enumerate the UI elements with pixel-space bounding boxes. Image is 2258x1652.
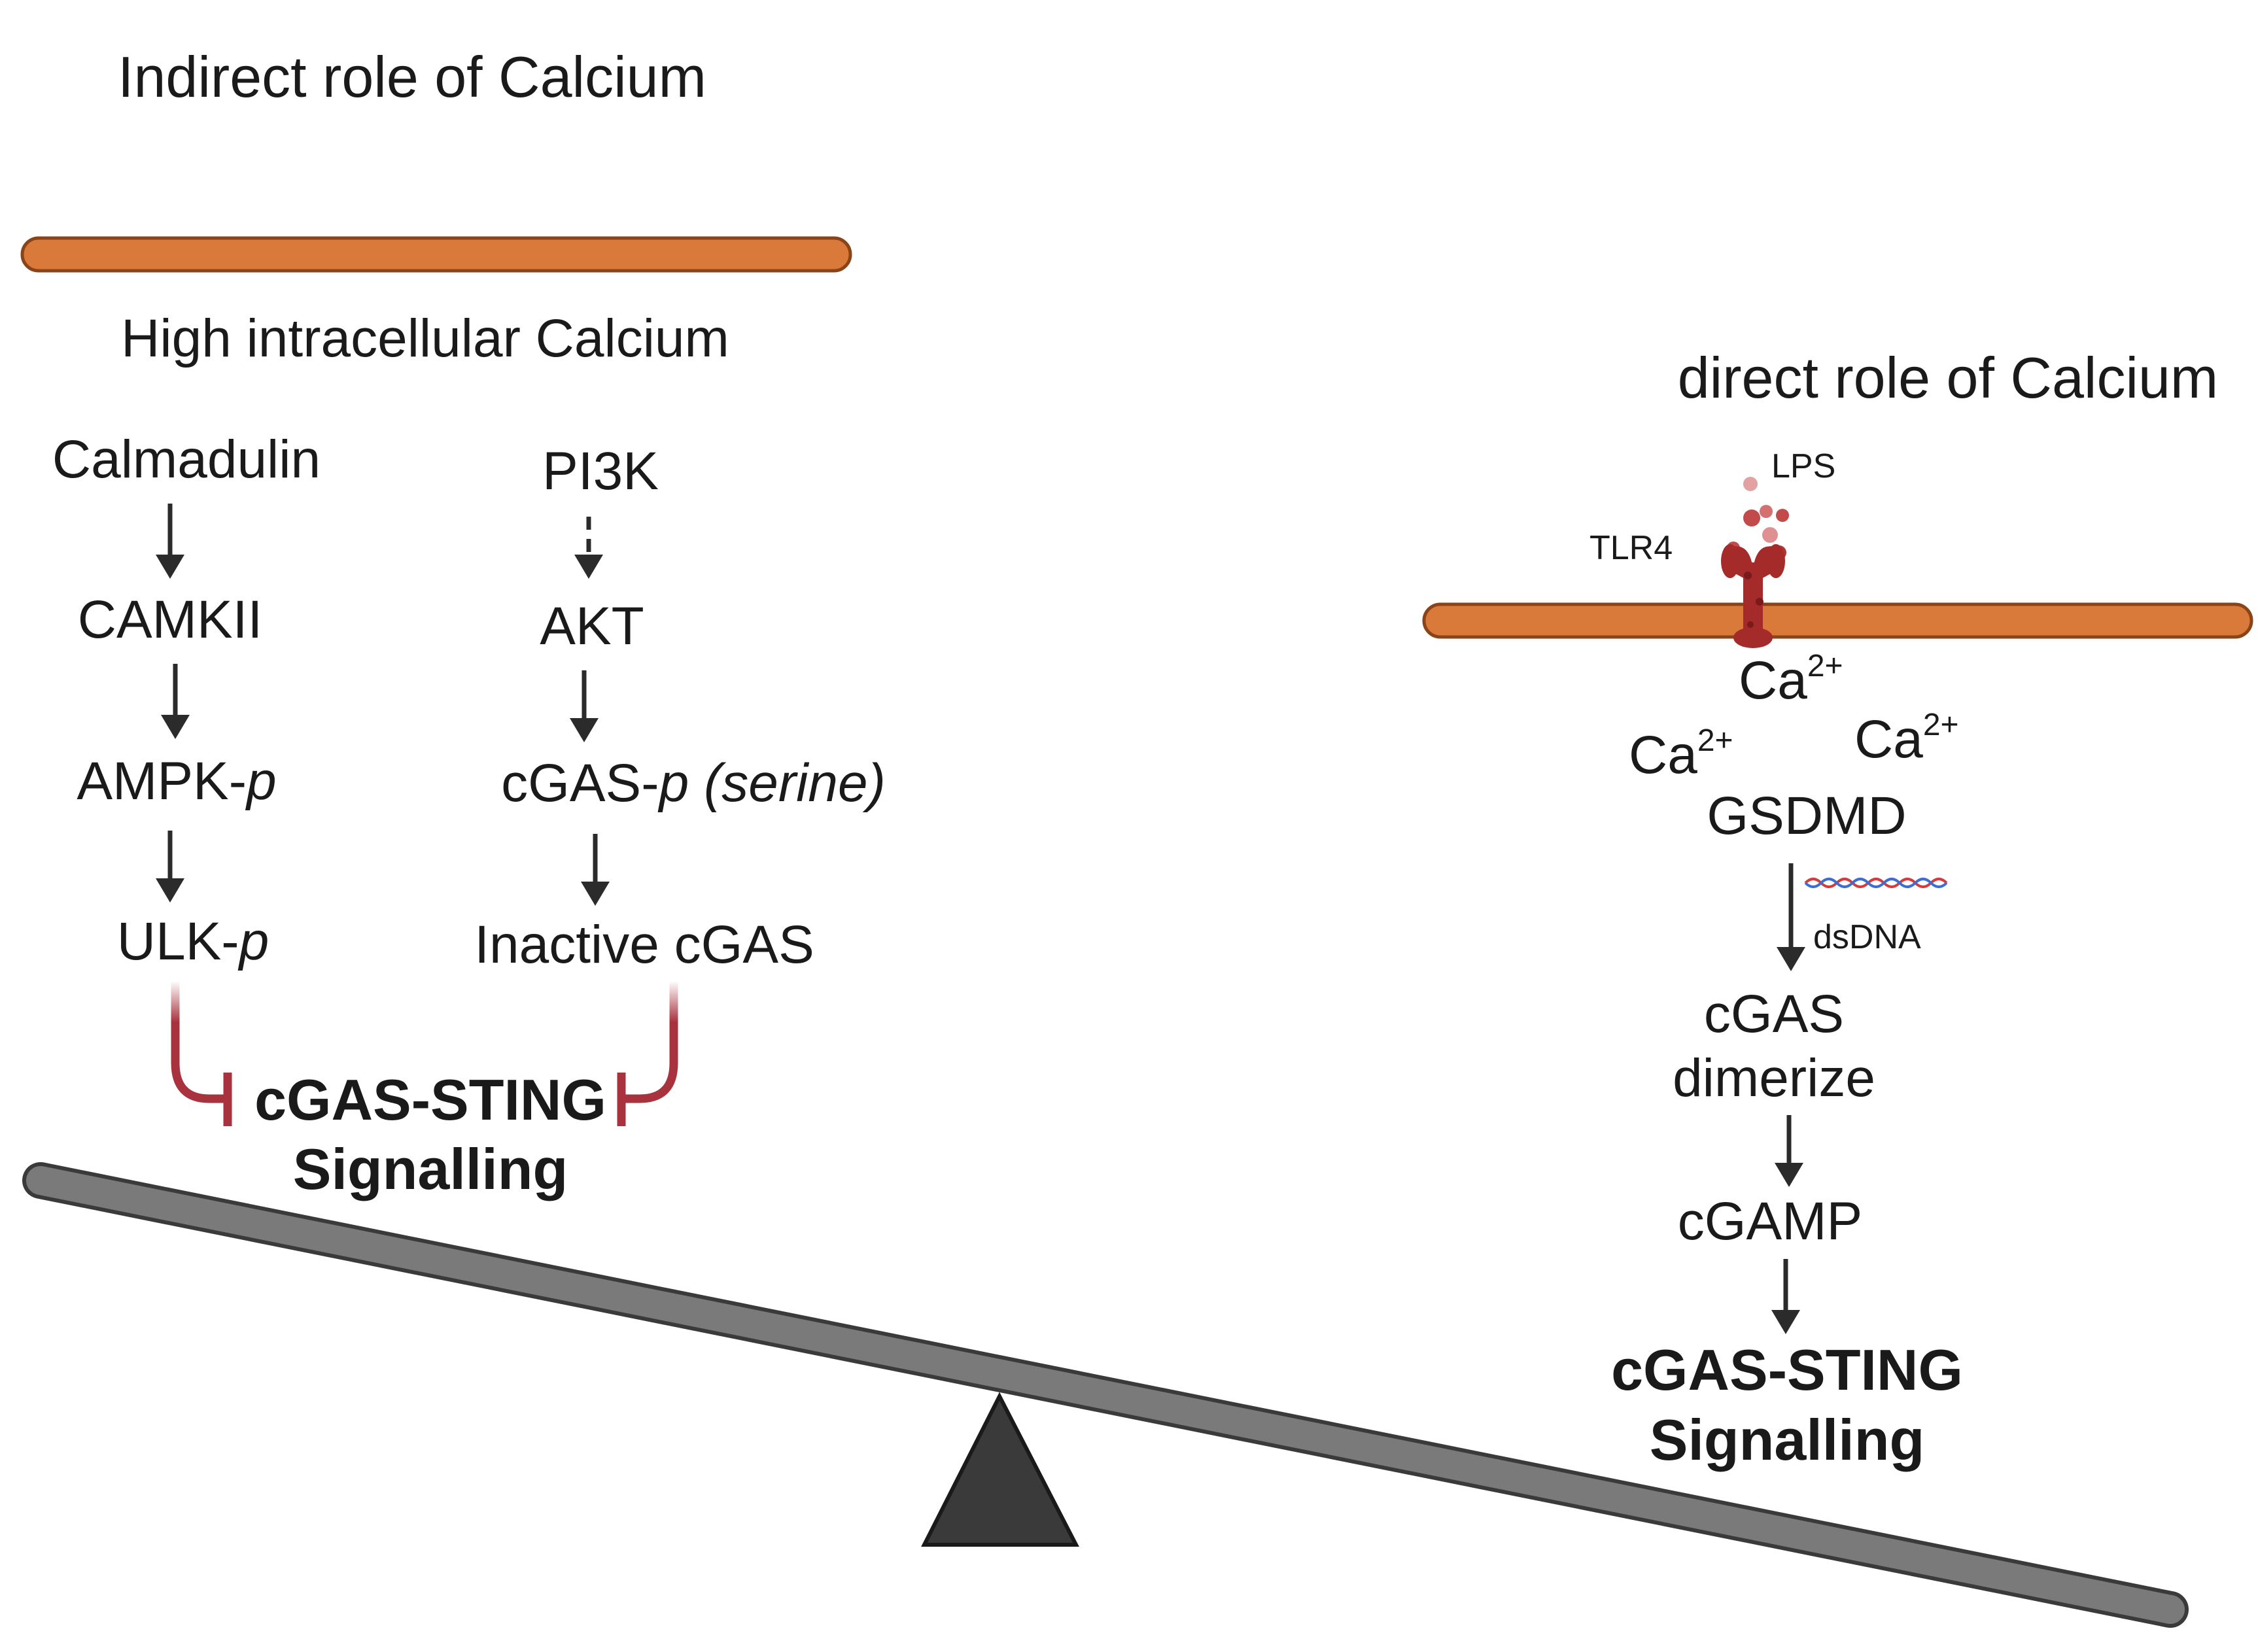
ampk-main: AMPK- <box>77 751 247 811</box>
left-outcome-line2: Signalling <box>293 1137 568 1201</box>
pi3k-label: PI3K <box>542 441 659 501</box>
cgas-p-serine-label: cGAS-p (serine) <box>501 753 886 813</box>
arrow-camkii-ampk <box>161 664 190 739</box>
inhibition-bracket-left <box>171 981 232 1126</box>
ampk-suffix: p <box>245 751 277 811</box>
arrow-cgamp-sting <box>1771 1259 1800 1334</box>
cgas-p-suffix: p (serine) <box>657 753 886 813</box>
cgas-p-main: cGAS- <box>501 753 659 813</box>
arrow-calmodulin-camkii <box>156 504 184 579</box>
inactive-cgas-label: Inactive cGAS <box>474 915 814 974</box>
arrow-pi3k-akt-dashed <box>574 517 603 579</box>
dsdna-label: dsDNA <box>1813 918 1921 956</box>
calcium-ion-2: Ca2+ <box>1629 723 1733 785</box>
cgamp-label: cGAMP <box>1678 1192 1862 1251</box>
ampk-p-label: AMPK-p <box>77 751 276 811</box>
arrow-gsdmd-cgas <box>1777 863 1805 971</box>
left-membrane-label: High intracellular Calcium <box>121 309 729 368</box>
ulk-main: ULK- <box>117 912 239 971</box>
calcium-ion-1: Ca2+ <box>1739 649 1843 710</box>
dsdna-icon <box>1804 878 1948 888</box>
arrow-akt-cgas-p <box>570 670 599 742</box>
lps-label: LPS <box>1771 447 1835 485</box>
cgas-label: cGAS <box>1704 984 1844 1044</box>
tlr4-label: TLR4 <box>1589 529 1673 567</box>
right-outcome-line2: Signalling <box>1650 1407 1924 1472</box>
calcium-ion-3: Ca2+ <box>1854 708 1959 769</box>
calmodulin-label: Calmadulin <box>52 430 321 489</box>
camkii-label: CAMKII <box>78 590 262 649</box>
right-outcome-line1: cGAS-STING <box>1611 1337 1963 1402</box>
gsdmd-label: GSDMD <box>1707 786 1906 846</box>
seesaw-fulcrum <box>921 1392 1079 1547</box>
tlr4-receptor-icon <box>1721 544 1785 648</box>
arrow-cgas-cgamp <box>1775 1115 1803 1187</box>
right-title: direct role of Calcium <box>1678 345 2219 410</box>
ulk-p-label: ULK-p <box>117 912 269 971</box>
right-membrane <box>1422 602 2253 639</box>
arrow-cgas-p-inactive <box>581 834 610 906</box>
left-title: Indirect role of Calcium <box>118 44 706 109</box>
left-membrane <box>20 236 852 273</box>
ulk-suffix: p <box>237 912 269 971</box>
seesaw-beam <box>22 1162 2189 1628</box>
akt-label: AKT <box>540 596 644 656</box>
arrow-ampk-ulk <box>156 831 184 903</box>
dimerize-label: dimerize <box>1673 1048 1875 1108</box>
inhibition-bracket-right <box>617 981 678 1126</box>
left-outcome-line1: cGAS-STING <box>254 1067 606 1132</box>
